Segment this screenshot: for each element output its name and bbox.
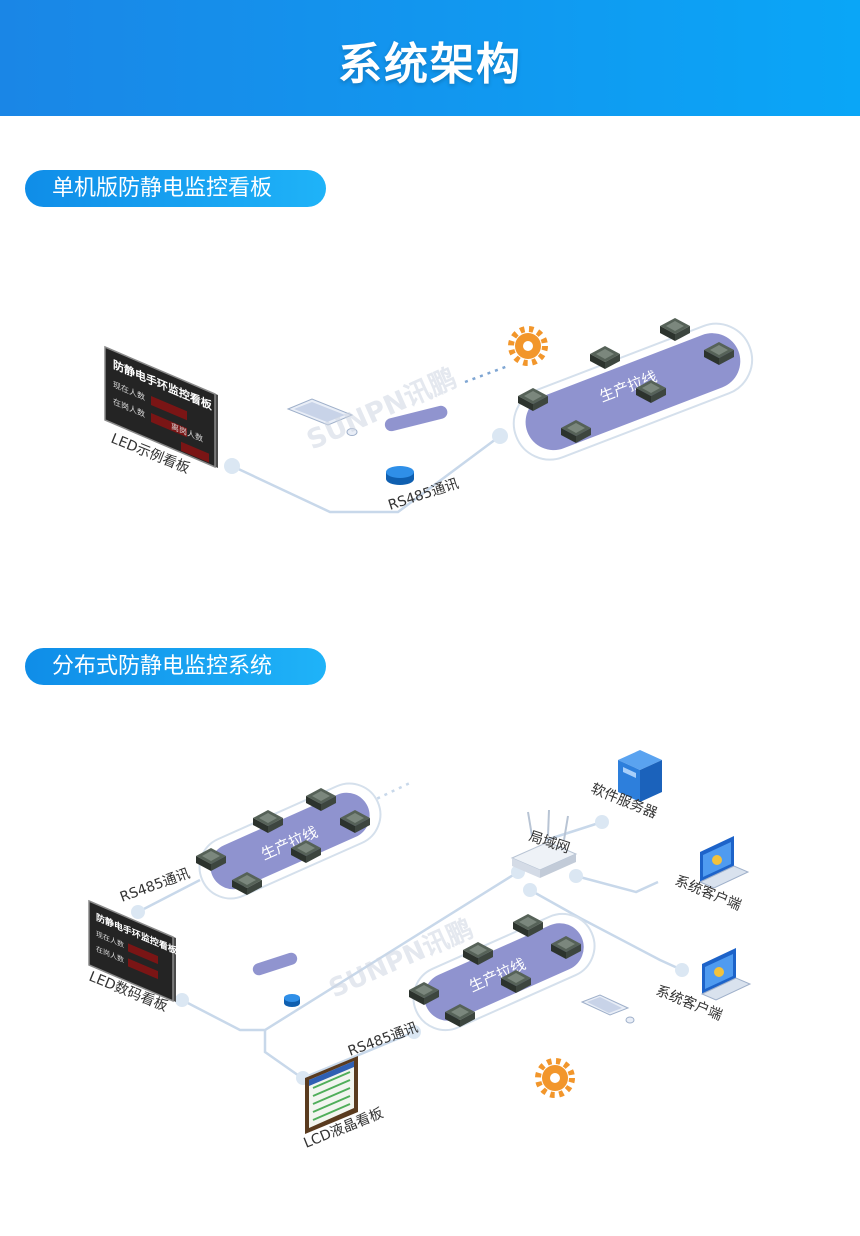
rs485-hub-icon <box>284 994 300 1007</box>
mouse-icon <box>625 1016 635 1024</box>
rs485-hub-icon <box>386 466 414 485</box>
connector-node <box>492 428 508 444</box>
standalone-architecture-diagram: 防静电手环监控看板 现在人数 在岗人数 离岗人数 LED示例看板 SUNPN讯鹏… <box>104 318 754 514</box>
continuation-dots <box>464 364 509 384</box>
laptop-icon <box>699 835 749 889</box>
mouse-icon <box>346 428 358 436</box>
keyboard-icon <box>580 994 630 1016</box>
keyboard-icon <box>286 398 354 426</box>
page-title: 系统架构 <box>338 39 522 90</box>
rs485-label-top: RS485通讯 <box>118 866 192 906</box>
server-icon <box>618 750 662 802</box>
lcd-board <box>305 1056 358 1134</box>
monitor-bar <box>252 952 298 976</box>
laptop-icon <box>701 947 751 1001</box>
monitor-bar <box>384 405 448 432</box>
section-heading-distributed: 分布式防静电监控系统 <box>25 648 326 685</box>
section-heading-standalone: 单机版防静电监控看板 <box>25 170 326 207</box>
network-connectors <box>137 820 683 1080</box>
rs485-label-bottom: RS485通讯 <box>346 1020 420 1060</box>
production-line-lane-top <box>198 782 382 900</box>
rs485-connector <box>231 434 501 514</box>
connector-node <box>224 458 240 474</box>
production-line-lane-bottom <box>412 912 596 1032</box>
distributed-architecture-diagram: 生产拉线 RS485通讯 局域网 软件服务器 系统客户端 系统客户端 防静电手环… <box>87 750 751 1152</box>
gear-icon <box>538 1061 572 1095</box>
header-banner: 系统架构 <box>0 0 860 116</box>
router-icon <box>510 809 578 878</box>
gear-icon <box>511 329 545 363</box>
